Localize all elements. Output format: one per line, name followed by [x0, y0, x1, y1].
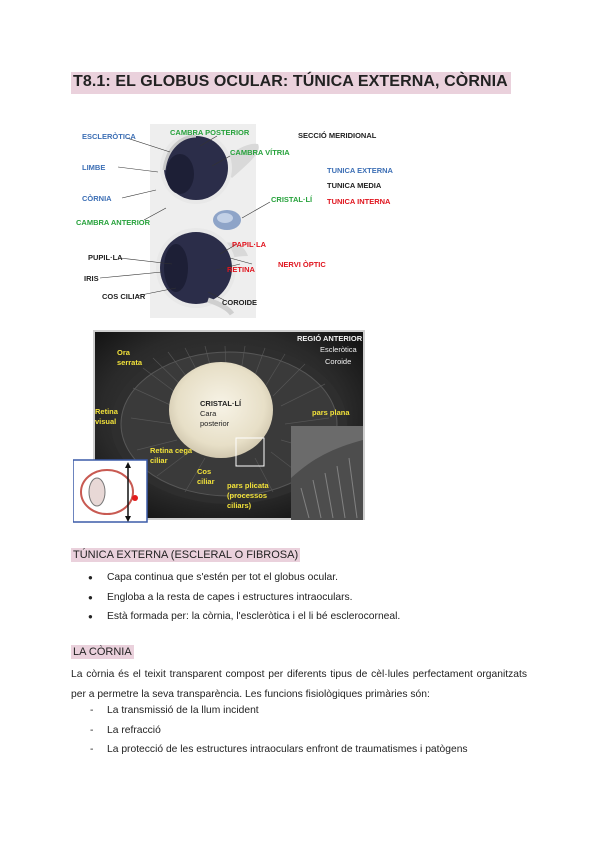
label-papil-la: PAPIL·LA — [232, 240, 267, 249]
label-esclerotica-2: Escleròtica — [320, 345, 357, 354]
cornia-paragraph: La còrnia és el teixit transparent compo… — [71, 669, 527, 700]
label-cos-ciliar: COS CILIAR — [102, 292, 146, 301]
list-item: La refracció — [88, 721, 468, 741]
label-regio-anterior: REGIÓ ANTERIOR — [297, 334, 363, 343]
list-item: Capa continua que s'estén per tot el glo… — [88, 568, 400, 588]
legend-tunica-media: TUNICA MEDIA — [327, 181, 382, 190]
anterior-region-image — [73, 330, 365, 523]
label-seccio-meridional: SECCIÓ MERIDIONAL — [298, 131, 377, 140]
label-iris: IRIS — [84, 274, 99, 283]
label-cambra-anterior: CAMBRA ANTERIOR — [76, 218, 151, 227]
list-item: La transmissió de la llum incident — [88, 701, 468, 721]
section-heading-tunica-externa: TÚNICA EXTERNA (ESCLERAL O FIBROSA) — [71, 548, 301, 562]
label-pars-plana: pars plana — [312, 408, 350, 417]
eye-section-image — [99, 124, 271, 318]
label-limbe: LIMBE — [82, 163, 106, 172]
label-pupil-la: PUPIL·LA — [88, 253, 123, 262]
list-item: Engloba a la resta de capes i estructure… — [88, 588, 400, 608]
cornia-functions-list: La transmissió de la llum incident La re… — [88, 701, 468, 760]
label-cristal-li: CRISTAL·LÍ — [271, 195, 313, 204]
label-cambra-posterior: CAMBRA POSTERIOR — [170, 128, 250, 137]
label-cambra-vitria: CAMBRA VÍTRIA — [230, 148, 290, 157]
list-item: La protecció de les estructures intraocu… — [88, 740, 468, 760]
label-coroide-2: Coroide — [325, 357, 352, 366]
page-title: T8.1: EL GLOBUS OCULAR: TÚNICA EXTERNA, … — [71, 72, 511, 94]
legend-tunica-interna: TUNICA INTERNA — [327, 197, 391, 206]
section-heading-cornia: LA CÒRNIA — [71, 645, 134, 659]
label-cornia: CÒRNIA — [82, 194, 112, 203]
label-esclerotica: ESCLERÒTICA — [82, 132, 136, 141]
label-nervi-optic: NERVI ÒPTIC — [278, 260, 326, 269]
legend-tunica-externa: TUNICA EXTERNA — [327, 166, 393, 175]
list-item: Està formada per: la còrnia, l'escleròti… — [88, 607, 400, 627]
label-retina: RETINA — [227, 265, 255, 274]
label-coroide: COROIDE — [222, 298, 258, 307]
eye-section-figure: ESCLERÒTICA LIMBE CÒRNIA CAMBRA ANTERIOR… — [72, 122, 393, 320]
tunica-externa-bullet-list: Capa continua que s'estén per tot el glo… — [88, 568, 400, 627]
